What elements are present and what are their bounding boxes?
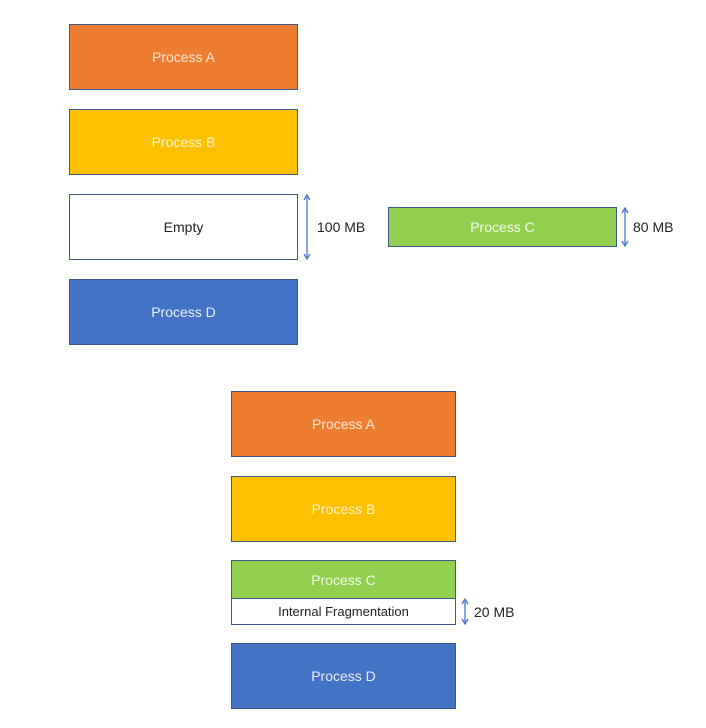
before-empty-block: Empty: [69, 194, 298, 260]
fragment-size-label: 20 MB: [474, 604, 515, 620]
after-process-a-label: Process A: [311, 416, 376, 432]
before-process-d-label: Process D: [151, 304, 216, 320]
process-c-size-arrow-icon: [621, 206, 629, 248]
before-process-b-block: Process B: [69, 109, 298, 175]
incoming-process-c-label: Process C: [470, 219, 535, 235]
after-process-b-block: Process B: [231, 476, 456, 542]
after-process-d-block: Process D: [231, 643, 456, 709]
process-c-size-label: 80 MB: [633, 219, 674, 235]
fragment-size-arrow-icon: [461, 597, 469, 626]
after-process-b-label: Process B: [311, 501, 376, 517]
empty-size-arrow-icon: [303, 193, 311, 261]
before-process-b-label: Process B: [151, 134, 216, 150]
before-process-d-block: Process D: [69, 279, 298, 345]
before-process-a-label: Process A: [151, 49, 216, 65]
before-empty-label: Empty: [163, 219, 204, 235]
after-process-a-block: Process A: [231, 391, 456, 457]
internal-fragmentation-block: Internal Fragmentation: [231, 598, 456, 625]
after-process-c-label: Process C: [311, 571, 376, 588]
after-process-c-block: Process C: [231, 560, 456, 599]
empty-size-label: 100 MB: [317, 219, 366, 235]
after-process-d-label: Process D: [311, 668, 376, 684]
before-process-a-block: Process A: [69, 24, 298, 90]
incoming-process-c-block: Process C: [388, 207, 617, 247]
internal-fragmentation-label: Internal Fragmentation: [278, 604, 409, 619]
